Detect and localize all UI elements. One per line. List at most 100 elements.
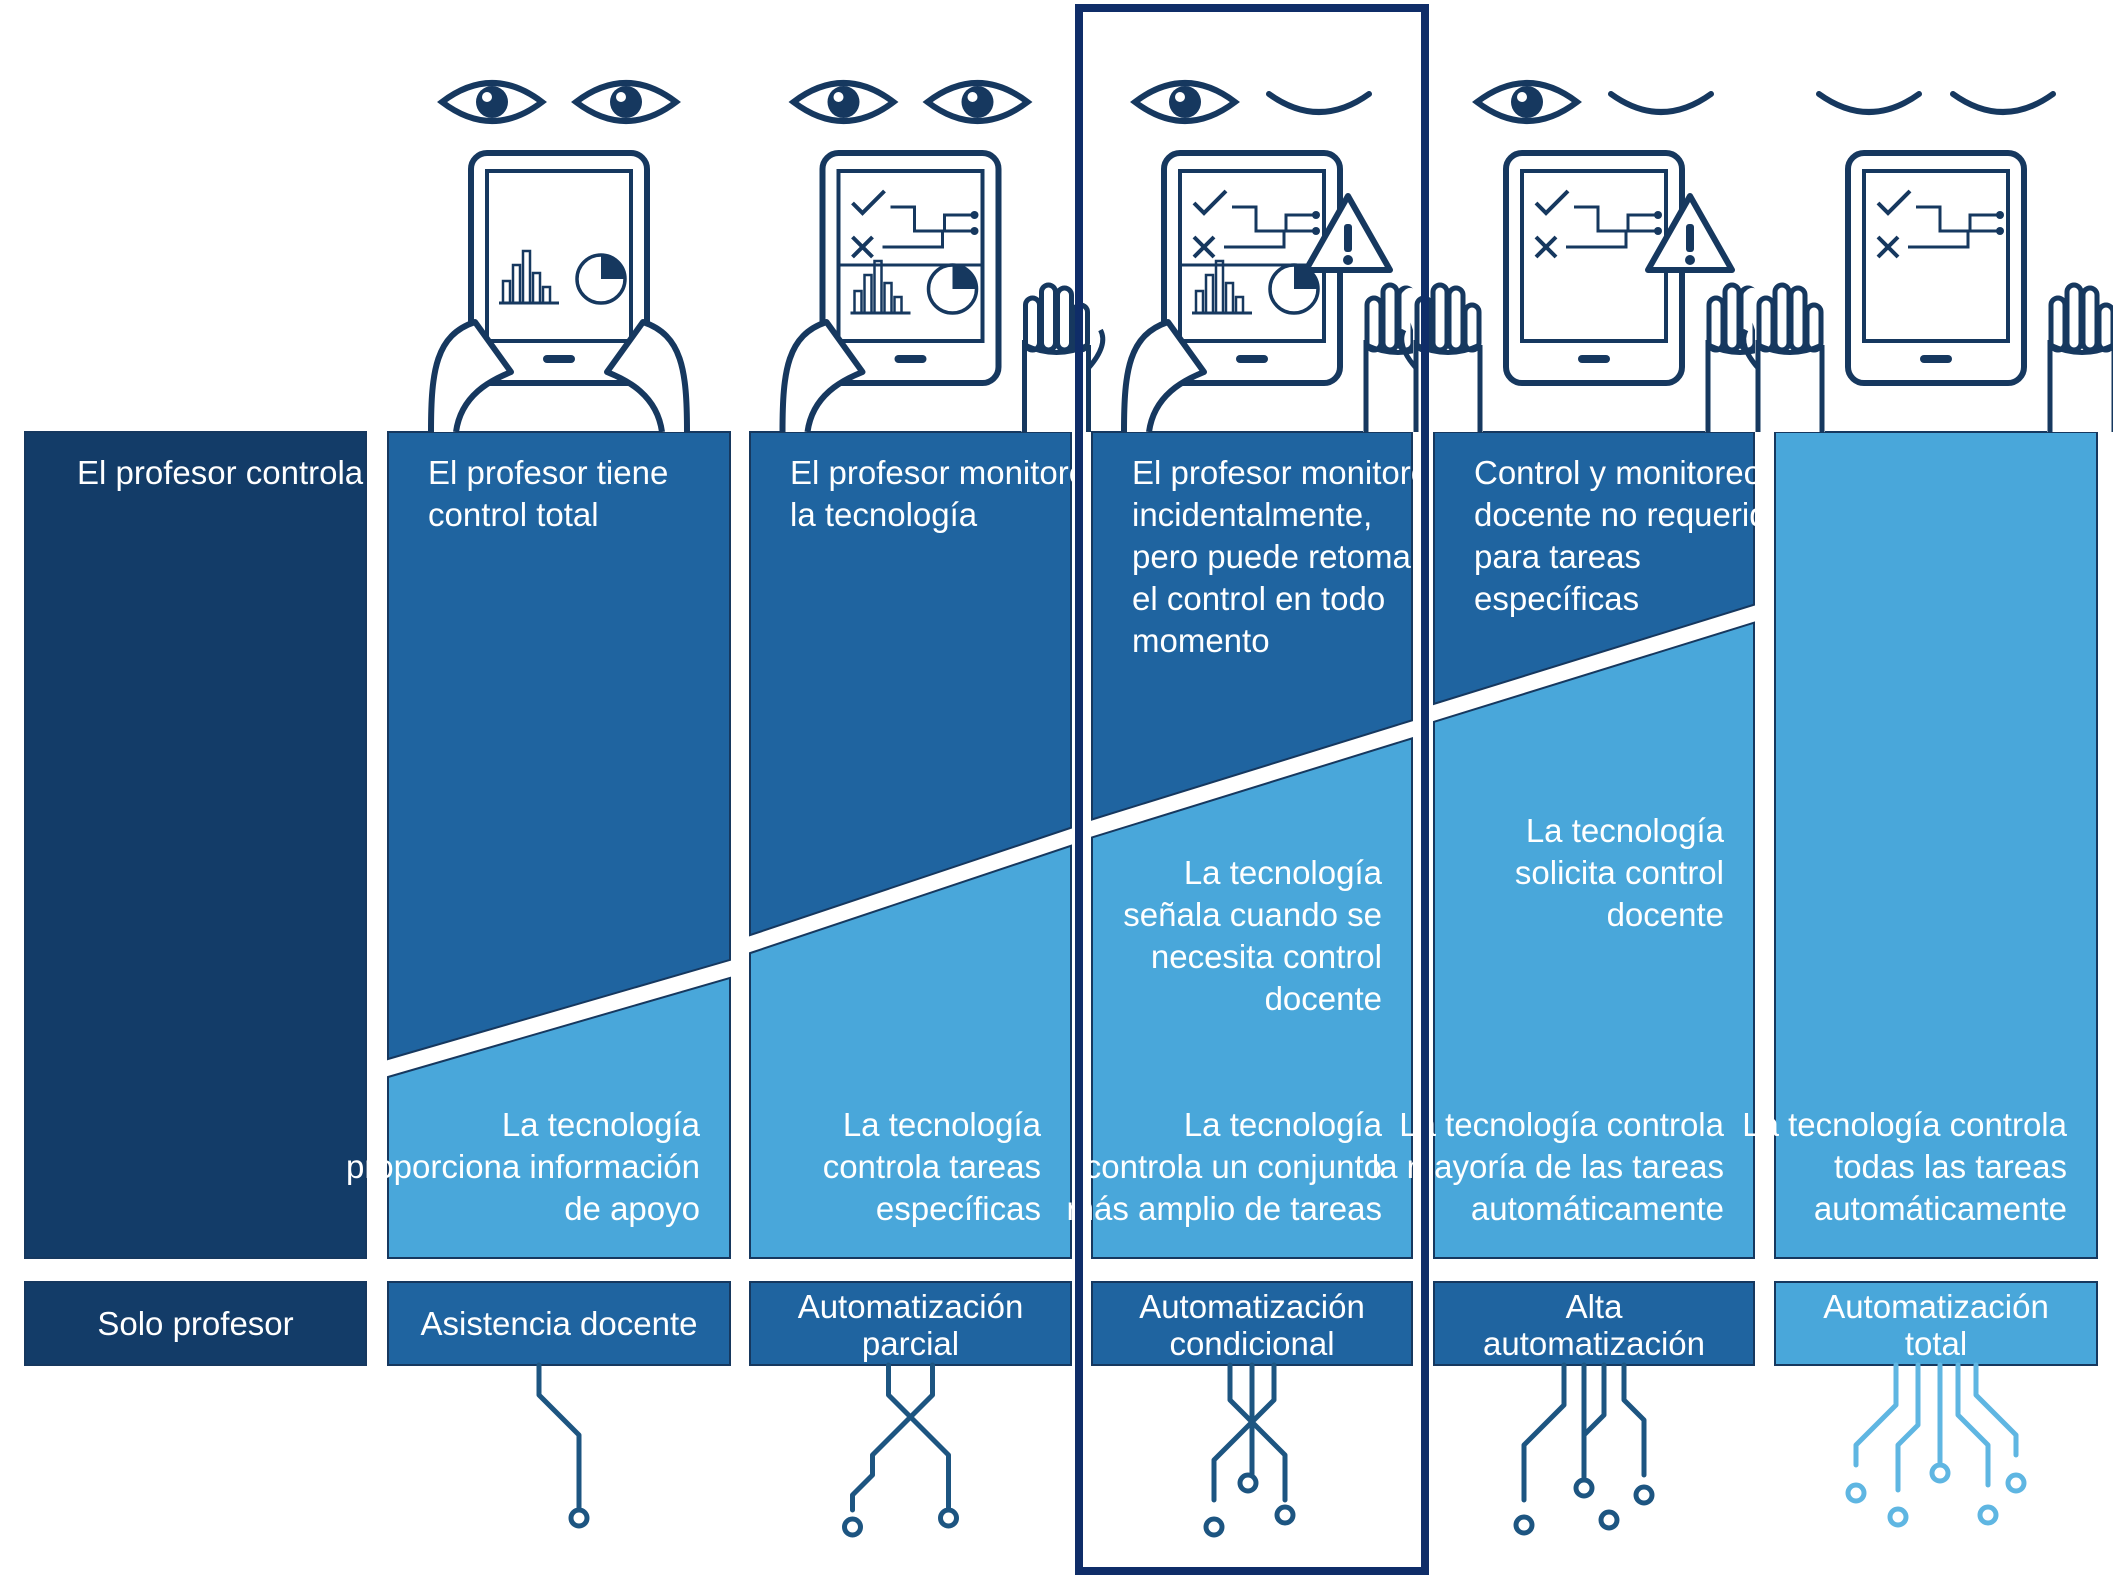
pie-chart-icon: [926, 263, 979, 315]
teacher-area: [1091, 431, 1413, 821]
technology-text-line: La tecnología: [1184, 854, 1383, 891]
technology-text-line: La tecnología: [1526, 812, 1725, 849]
level-label: Alta: [1566, 1288, 1624, 1325]
teacher-area: [1433, 431, 1755, 706]
technology-text-line: La tecnología: [1184, 1106, 1383, 1143]
teacher-text-line: momento: [1132, 622, 1270, 659]
technology-text-line: docente: [1265, 980, 1382, 1017]
teacher-area: [387, 431, 731, 1061]
technology-text-line: automáticamente: [1471, 1190, 1724, 1227]
tablet-icon: [1503, 150, 1685, 386]
tablet-icon: [1161, 150, 1343, 386]
teacher-text-line: pero puede retomar: [1132, 538, 1422, 575]
open-eye-icon: [571, 80, 681, 124]
technology-text-line: solicita control: [1515, 854, 1724, 891]
level-label: Automatización: [798, 1288, 1024, 1325]
technology-text-line: controla un conjunto: [1085, 1148, 1382, 1185]
level-label: condicional: [1169, 1325, 1334, 1362]
open-eye-icon: [437, 80, 547, 124]
teacher-text-line: docente no requeridos: [1474, 496, 1802, 533]
technology-text-line: específicas: [876, 1190, 1041, 1227]
level-label-box: [1091, 1281, 1413, 1366]
holding-hand-icon: [604, 319, 690, 433]
holding-hand-icon: [428, 319, 514, 433]
technology-area: [1433, 621, 1755, 1259]
teacher-text-line: para tareas: [1474, 538, 1641, 575]
closed-eye-icon: [1950, 91, 2056, 115]
technology-text-line: docente: [1607, 896, 1724, 933]
level-label: total: [1905, 1325, 1967, 1362]
highlight-frame: [1075, 4, 1429, 1575]
teacher-text-line: la tecnología: [790, 496, 978, 533]
level-label-box: [749, 1281, 1072, 1366]
level-label: Automatización: [1139, 1288, 1365, 1325]
teacher-text-line: El profesor monitorea: [1132, 454, 1448, 491]
technology-text-line: más amplio de tareas: [1067, 1190, 1382, 1227]
raised-hand-icon: [1741, 282, 1825, 432]
level-panel: [24, 431, 367, 1259]
task-flow-icon: [1534, 189, 1662, 259]
circuit-icon-triple: [1203, 1362, 1296, 1538]
technology-text-line: proporciona información: [346, 1148, 700, 1185]
warning-icon: [1303, 193, 1393, 273]
circuit-icon-crossed: [842, 1362, 959, 1538]
closed-eye-icon: [1608, 91, 1714, 115]
circuit-icon-single: [536, 1362, 590, 1529]
bar-chart-icon: [499, 249, 559, 305]
level-label-box: [1433, 1281, 1755, 1366]
technology-text-line: La tecnología: [502, 1106, 701, 1143]
holding-hand-icon: [1121, 319, 1207, 433]
level-panel: [387, 431, 731, 1259]
level-label-box: [24, 1281, 367, 1366]
teacher-text-line: El profesor tiene: [428, 454, 668, 491]
circuit-icon-quad: [1513, 1362, 1655, 1536]
level-label-box: [387, 1281, 731, 1366]
tablet-icon: [1845, 150, 2027, 386]
teacher-text-line: Control y monitoreo: [1474, 454, 1762, 491]
level-label: Solo profesor: [97, 1305, 293, 1342]
level-label: Automatización: [1823, 1288, 2049, 1325]
technology-area: [1091, 737, 1413, 1259]
teacher-text-line: el control en todo: [1132, 580, 1385, 617]
technology-area: [1774, 431, 2098, 1259]
raised-hand-icon: [1010, 282, 1106, 432]
closed-eye-icon: [1266, 91, 1372, 115]
pie-chart-icon: [575, 253, 627, 305]
level-panel: [1091, 431, 1413, 1259]
level-label-box: [1774, 1281, 2098, 1366]
level-label: Asistencia docente: [420, 1305, 697, 1342]
technology-text-line: La tecnología: [843, 1106, 1042, 1143]
technology-area: [749, 844, 1072, 1259]
task-flow-icon: [851, 189, 979, 259]
technology-text-line: la mayoría de las tareas: [1372, 1148, 1724, 1185]
pie-chart-icon: [1268, 263, 1320, 315]
teacher-text-line: El profesor controla: [77, 454, 364, 491]
level-column: Control y monitoreo docente no requeridos…: [1372, 80, 1802, 1536]
technology-text-line: todas las tareas: [1834, 1148, 2067, 1185]
teacher-text-line: específicas: [1474, 580, 1639, 617]
raised-hand-icon: [1399, 282, 1483, 432]
task-flow-icon: [1876, 189, 2004, 259]
teacher-area: [24, 431, 367, 1259]
open-eye-icon: [922, 80, 1033, 124]
technology-text-line: La tecnología controla: [1399, 1106, 1724, 1143]
task-flow-icon: [1192, 189, 1320, 259]
teacher-text-line: control total: [428, 496, 599, 533]
raised-hand-icon: [2036, 282, 2113, 432]
tablet-icon: [819, 150, 1002, 386]
holding-hand-icon: [779, 319, 866, 433]
level-label: parcial: [862, 1325, 959, 1362]
level-panel: [1774, 431, 2098, 1259]
technology-area: [387, 976, 731, 1259]
technology-text-line: automáticamente: [1814, 1190, 2067, 1227]
bar-chart-icon: [850, 259, 911, 315]
open-eye-icon: [1130, 80, 1240, 124]
warning-icon: [1645, 193, 1735, 273]
technology-text-line: señala cuando se: [1123, 896, 1382, 933]
tablet-icon: [468, 150, 650, 386]
